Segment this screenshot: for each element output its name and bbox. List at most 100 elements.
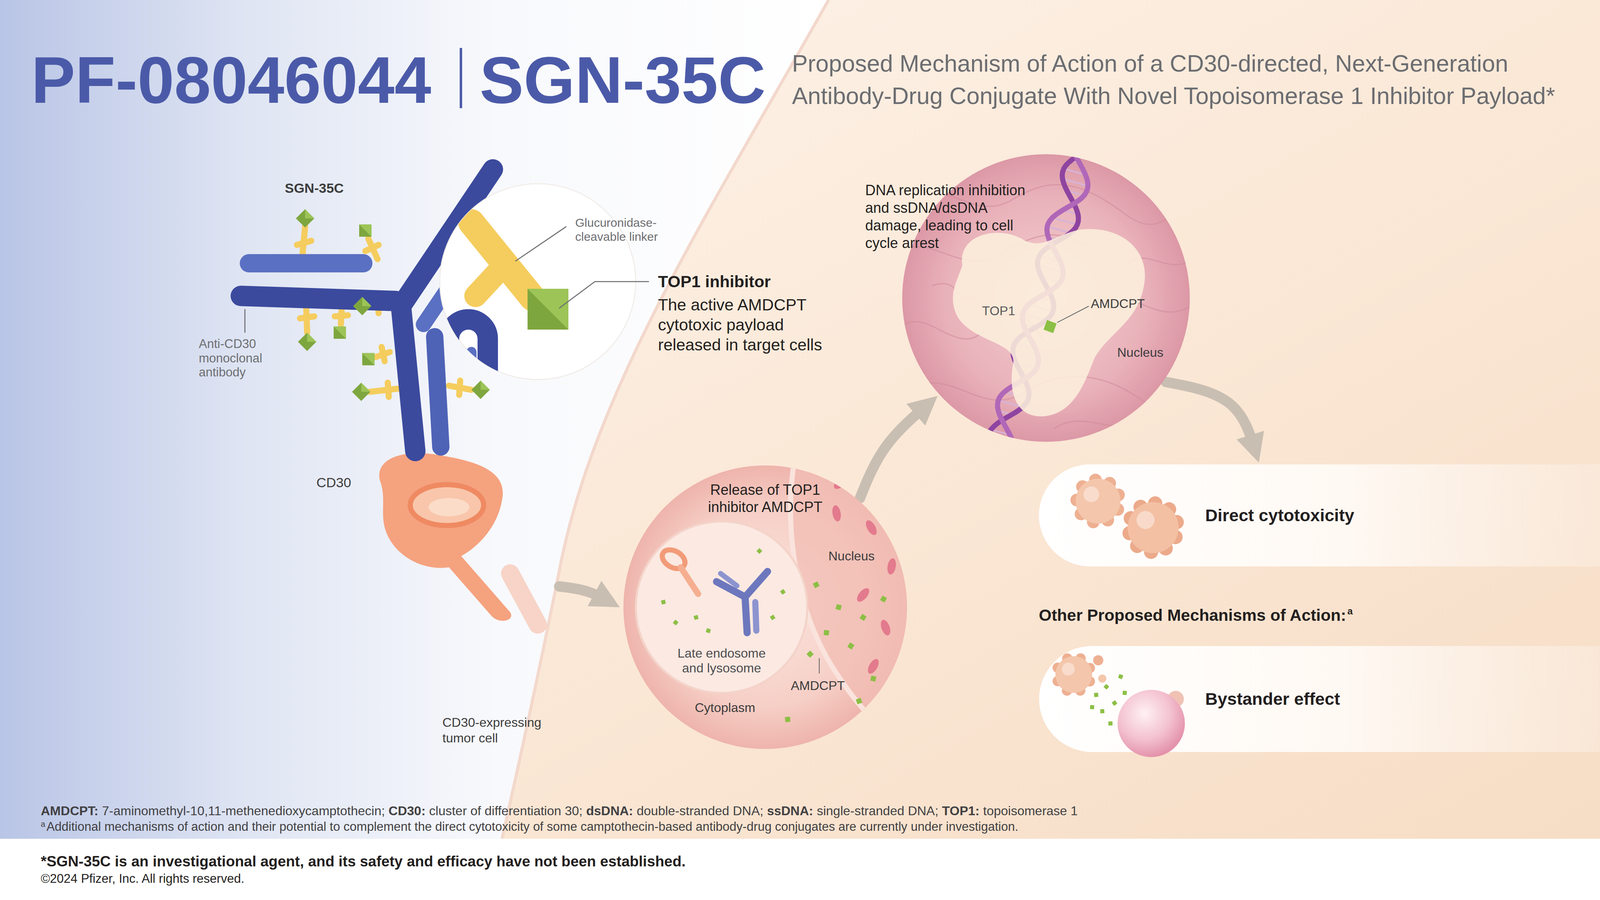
payload — [361, 382, 371, 392]
endosome-circle-shape — [745, 571, 768, 598]
outcome-pill-shape — [1111, 700, 1118, 706]
text-block: Release of TOP1 inhibitor AMDCPT — [701, 481, 830, 516]
label-text: cluster of differentiation 30; — [429, 803, 583, 819]
label-text: dsDNA: — [586, 803, 633, 819]
endosome-circle-shape — [672, 619, 679, 626]
endosome-circle-shape — [658, 546, 768, 633]
outcome-pill-shape — [1062, 662, 1075, 676]
lysosome-circle-shape — [823, 630, 830, 636]
leader-line — [559, 281, 649, 308]
nucleus-circle-shape — [952, 229, 1145, 417]
endosome-circle-shape — [680, 567, 698, 594]
linker — [381, 346, 385, 362]
node-text: Late endosome and lysosome — [673, 646, 770, 676]
nucleus-circle-shape — [1052, 217, 1078, 225]
title-text: SGN-35C — [479, 47, 766, 114]
endosome-circle-shape — [745, 596, 748, 633]
leader-line — [515, 226, 567, 262]
label-text: TOP1 inhibitor — [658, 272, 771, 292]
outcome-pill-shape — [1075, 478, 1121, 524]
payload — [333, 326, 346, 339]
payload — [307, 332, 317, 342]
endosome-circle-shape — [770, 614, 776, 621]
text-block: Late endosome and lysosome — [673, 646, 770, 676]
endosome-circle-shape — [755, 602, 757, 631]
outcome-pill-shape — [1122, 690, 1127, 696]
label-text: AMDCPT — [790, 678, 845, 694]
linker — [459, 380, 461, 396]
linker — [300, 316, 315, 319]
endosome-circle: Late endosome and lysosome — [634, 520, 809, 694]
nucleus-circle-shape — [988, 439, 1014, 447]
outcome-pill: Direct cytotoxicity — [1038, 464, 1600, 567]
cd30-receptor — [428, 498, 470, 517]
endosome-circle-shape — [756, 548, 762, 554]
linker — [334, 315, 348, 317]
antibody — [248, 254, 364, 273]
payload — [305, 209, 315, 219]
label-text: CD30 — [316, 474, 352, 491]
cd30-receptor — [510, 573, 538, 625]
footer-band — [0, 838, 1600, 900]
zoom-circle — [527, 288, 569, 330]
text-block: DNA replication inhibition and ssDNA/dsD… — [865, 181, 1034, 252]
label-text: CD30: — [388, 803, 426, 819]
payload — [471, 380, 490, 400]
lysosome-circle-shape — [847, 642, 855, 650]
title-divider — [459, 48, 462, 109]
lysosome-circle-shape — [880, 595, 887, 603]
nucleus-circle-shape — [1073, 150, 1083, 154]
antibody — [401, 306, 416, 451]
cd30-receptor — [410, 484, 484, 526]
text-row: aAdditional mechanisms of action and the… — [40, 819, 1019, 834]
nucleus-circle-shape — [1054, 420, 1146, 429]
payload — [353, 296, 372, 316]
endosome-circle-shape — [720, 573, 737, 586]
lysosome-circle-shape — [835, 604, 842, 610]
text-row: Other Proposed Mechanisms of Action:a — [1038, 605, 1353, 626]
label-text: AMDCPT: — [40, 803, 99, 819]
label-text: TOP1: — [942, 803, 980, 819]
label-text: Cytoplasm — [694, 700, 756, 716]
lysosome-circle-shape — [831, 504, 842, 523]
outcome-pill-shape — [1083, 486, 1100, 502]
lysosome-circle-shape — [859, 614, 867, 622]
node-text: DNA replication inhibition and ssDNA/dsD… — [865, 181, 1034, 252]
outcome-pill-shape — [1127, 502, 1179, 554]
label-text: The active AMDCPT cytotoxic payload rele… — [658, 294, 842, 355]
lysosome-circle-shape — [818, 658, 820, 674]
linker — [387, 382, 389, 398]
flow-arrow — [559, 586, 610, 602]
node-text: Direct cytotoxicity — [1205, 505, 1566, 526]
outcome-pill-shape — [1090, 704, 1095, 710]
lysosome-circle-shape — [854, 586, 872, 604]
cd30-receptor — [379, 453, 538, 625]
nucleus-circle-shape — [1047, 226, 1071, 233]
lysosome-circle-shape — [784, 716, 791, 722]
zoom-circle — [471, 222, 533, 298]
label-text: Anti-CD30 monoclonal antibody — [198, 336, 287, 380]
flow-arrow — [860, 403, 929, 499]
label-text: SGN-35C — [284, 180, 344, 197]
nucleus-circle: DNA replication inhibition and ssDNA/dsD… — [901, 153, 1191, 443]
label-text: Nucleus — [828, 548, 875, 564]
lysosome-circle-shape — [863, 518, 879, 537]
lysosome-circle-shape — [812, 581, 820, 588]
zoom-circle — [439, 183, 636, 388]
cd30-receptor — [379, 453, 512, 621]
outcome-pill-shape — [1100, 709, 1105, 714]
label-text: topoisomerase 1 — [983, 803, 1078, 819]
label-text: Nucleus — [1117, 344, 1164, 360]
antibody — [434, 336, 441, 448]
label-text: 7-aminomethyl-10,11-methenedioxycamptoth… — [102, 803, 385, 819]
tumor-cell-region — [0, 0, 829, 839]
lysosome-circle-shape — [832, 474, 850, 492]
subtitle-text: Proposed Mechanism of Action of a CD30-d… — [792, 47, 1590, 113]
label-text: a — [1347, 605, 1353, 618]
endosome-circle-shape — [780, 589, 786, 595]
endosome-circle-shape — [660, 599, 666, 605]
payload — [480, 380, 490, 390]
lysosome-circle-shape — [886, 557, 898, 576]
